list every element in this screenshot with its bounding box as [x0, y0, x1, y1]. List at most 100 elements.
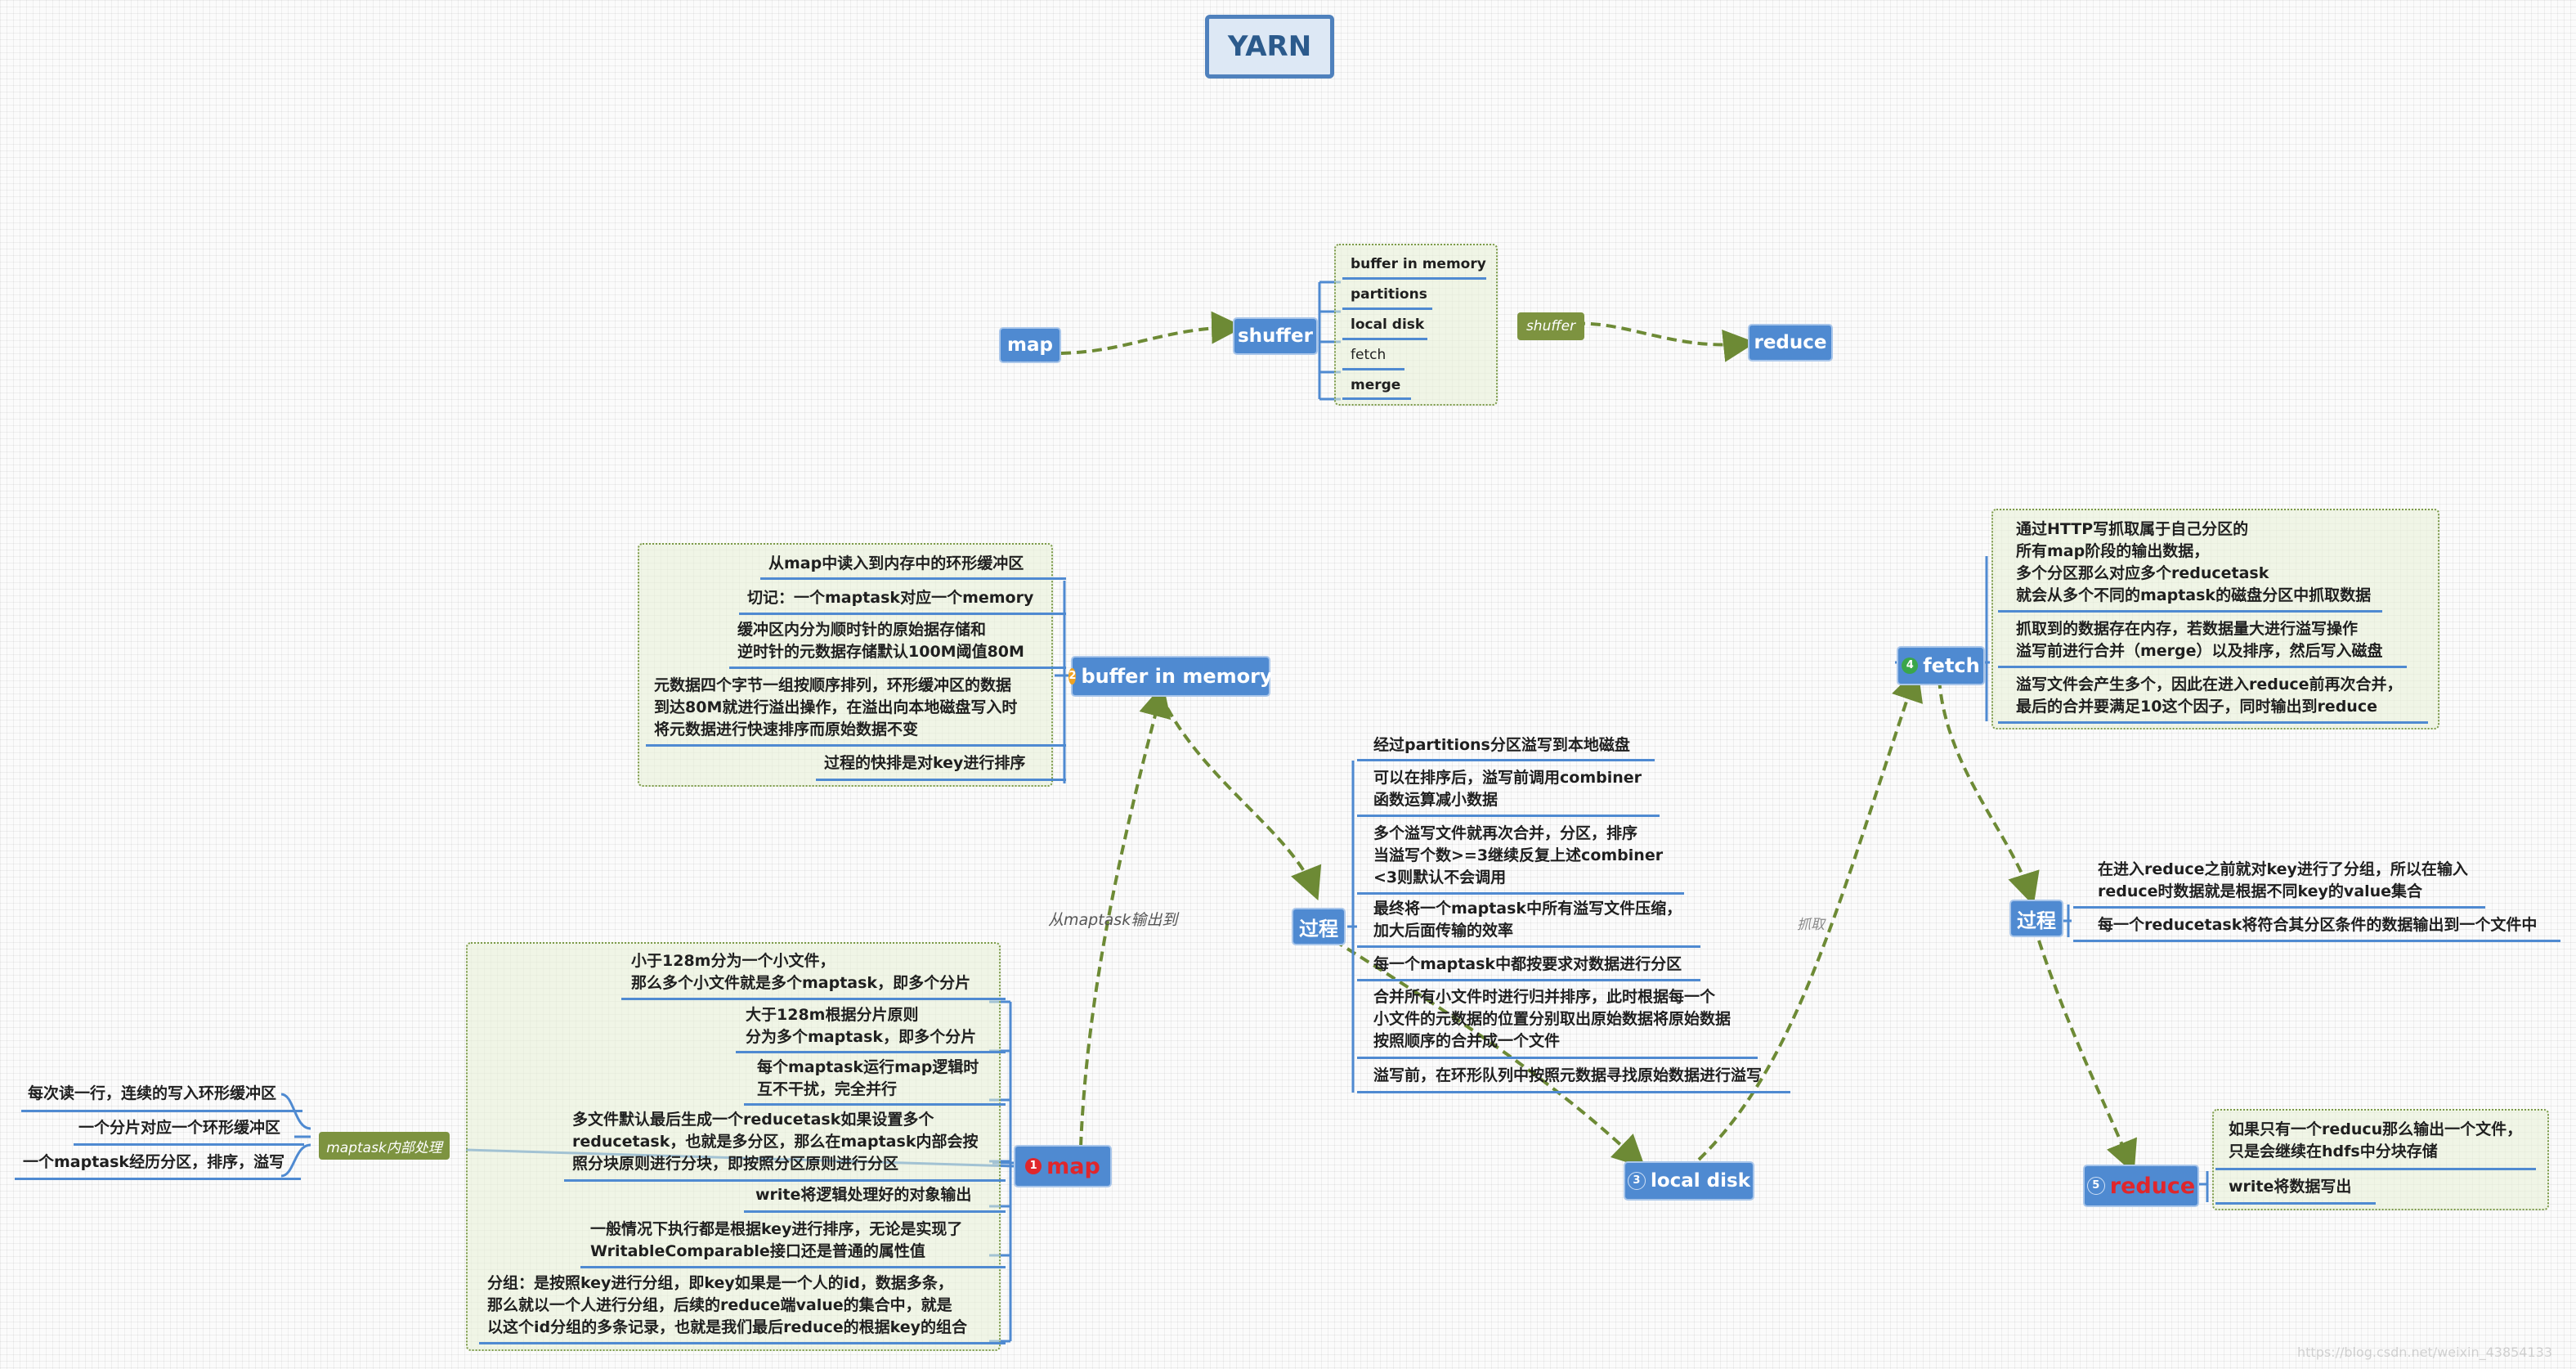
shuffer-item-rule [1342, 307, 1432, 310]
maptask-item-rule [74, 1143, 304, 1146]
shuffer-item[interactable]: partitions [1351, 286, 1427, 303]
process2-item-rule [2073, 940, 2560, 942]
reduce-item-rule [2215, 1168, 2536, 1170]
map-item[interactable]: 大于128m根据分片原则 [746, 1006, 919, 1024]
reduce-item[interactable]: 只是会继续在hdfs中分块存储 [2229, 1142, 2438, 1160]
root-topic[interactable]: YARN [1205, 15, 1334, 79]
map-item[interactable]: 那么多个小文件就是多个maptask，即多个分片 [631, 974, 971, 992]
shuffer-item[interactable]: local disk [1351, 316, 1425, 333]
map-item[interactable]: 那么就以一个人进行分组，后续的reduce端value的集合中，就是 [487, 1296, 952, 1314]
buffer-item[interactable]: 到达80M就进行溢出操作，在溢出向本地磁盘写入时 [654, 698, 1018, 716]
process-item-rule [1357, 892, 1684, 895]
map-item-rule [479, 1342, 1006, 1344]
fetch-item[interactable]: 多个分区那么对应多个reducetask [2016, 564, 2269, 582]
reduce-node-label: reduce [2109, 1173, 2196, 1199]
map-item[interactable]: WritableComparable接口还是普通的属性值 [590, 1242, 925, 1260]
map-item-rule [744, 1103, 1006, 1106]
process2-item[interactable]: 在进入reduce之前就对key进行了分组，所以在输入 [2098, 860, 2468, 878]
map-item[interactable]: 互不干扰，完全并行 [757, 1080, 898, 1098]
process-item-rule [1357, 945, 1700, 948]
buffer-item-rule [646, 744, 1066, 747]
local-disk-node-label: local disk [1650, 1170, 1751, 1192]
process-item[interactable]: 小文件的元数据的位置分别取出原始数据将原始数据 [1373, 1010, 1732, 1028]
process-item[interactable]: 合并所有小文件时进行归并排序，此时根据每一个 [1373, 988, 1716, 1006]
map-item[interactable]: 以这个id分组的多条记录，也就是我们最后reduce的根据key的组合 [487, 1318, 968, 1336]
process-item[interactable]: <3则默认不会调用 [1373, 869, 1507, 886]
shuffer-relation-tag: shuffer [1517, 312, 1584, 340]
map-item[interactable]: write将逻辑处理好的对象输出 [755, 1186, 972, 1204]
reduce-item[interactable]: write将数据写出 [2229, 1178, 2352, 1196]
map-item[interactable]: 照分块原则进行分块，即按照分区原则进行分区 [572, 1155, 899, 1173]
buffer-item[interactable]: 缓冲区内分为顺时针的原始据存储和 [737, 621, 987, 639]
process-item[interactable]: 多个溢写文件就再次合并，分区，排序 [1373, 824, 1638, 842]
buffer-item[interactable]: 逆时针的元数据存储默认100M阈值80M [737, 643, 1024, 661]
buffer-item[interactable]: 切记：一个maptask对应一个memory [747, 589, 1034, 607]
process-item-rule [1357, 815, 1660, 817]
shuffer-item-rule [1342, 368, 1404, 370]
buffer-item[interactable]: 过程的快排是对key进行排序 [824, 754, 1026, 772]
map-item[interactable]: 多文件默认最后生成一个reducetask如果设置多个 [572, 1111, 934, 1129]
process-item[interactable]: 每一个maptask中都按要求对数据进行分区 [1373, 955, 1682, 973]
map-item[interactable]: 一般情况下执行都是根据key进行排序，无论是实现了 [590, 1220, 963, 1238]
top-reduce-node[interactable]: reduce [1748, 324, 1833, 361]
shuffer-item[interactable]: fetch [1351, 347, 1387, 363]
process-item[interactable]: 按照顺序的合并成一个文件 [1373, 1032, 1561, 1050]
fetch-item[interactable]: 溢写文件会产生多个，因此在进入reduce前再次合并， [2016, 676, 2403, 693]
map-item[interactable]: 分为多个maptask，即多个分片 [746, 1028, 977, 1046]
fetch-item[interactable]: 溢写前进行合并（merge）以及排序，然后写入磁盘 [2016, 642, 2383, 660]
shuffer-item-rule [1342, 397, 1411, 400]
edge-label-maptask-output: 从maptask输出到 [1048, 911, 1178, 929]
fetch-node-label: fetch [1923, 654, 1980, 677]
map-item[interactable]: 小于128m分为一个小文件， [631, 952, 836, 970]
top-map-node[interactable]: map [999, 327, 1061, 363]
maptask-item[interactable]: 一个分片对应一个环形缓冲区 [78, 1119, 281, 1137]
process-item[interactable]: 最终将一个maptask中所有溢写文件压缩， [1373, 900, 1682, 918]
fetch-item[interactable]: 抓取到的数据存在内存，若数据量大进行溢写操作 [2016, 620, 2359, 638]
buffer-node-label: buffer in memory [1081, 665, 1273, 688]
top-shuffer-node[interactable]: shuffer [1233, 317, 1318, 355]
map-item-rule [580, 1266, 1006, 1268]
fetch-item[interactable]: 所有map阶段的输出数据， [2016, 542, 2210, 560]
buffer-item-rule [816, 779, 1066, 781]
buffer-item[interactable]: 从map中读入到内存中的环形缓冲区 [768, 554, 1024, 572]
map-item-rule [564, 1179, 1006, 1182]
process2-item[interactable]: reduce时数据就是根据不同key的value集合 [2098, 882, 2423, 900]
process-item[interactable]: 可以在排序后，溢写前调用combiner [1373, 769, 1642, 787]
reduce-item[interactable]: 如果只有一个reducu那么输出一个文件， [2229, 1120, 2523, 1138]
buffer-item[interactable]: 元数据四个字节一组按顺序排列，环形缓冲区的数据 [654, 676, 1012, 694]
map-item[interactable]: 每个maptask运行map逻辑时 [757, 1058, 979, 1076]
process-item[interactable]: 函数运算减小数据 [1373, 791, 1499, 809]
process2-node[interactable]: 过程 [2009, 900, 2063, 937]
map-item-rule [736, 1051, 1006, 1053]
fetch-item-rule [1998, 721, 2428, 724]
maptask-item[interactable]: 每次读一行，连续的写入环形缓冲区 [28, 1084, 277, 1102]
process-item[interactable]: 经过partitions分区溢写到本地磁盘 [1373, 736, 1630, 754]
fetch-item[interactable]: 通过HTTP写抓取属于自己分区的 [2016, 520, 2249, 538]
process2-item[interactable]: 每一个reducetask将符合其分区条件的数据输出到一个文件中 [2098, 916, 2538, 934]
watermark: https://blog.csdn.net/weixin_43854133 [2297, 1344, 2553, 1360]
edge-fetch-process2 [1938, 678, 2040, 906]
process-item[interactable]: 当溢写个数>=3继续反复上述combiner [1373, 846, 1664, 864]
fetch-items-frame [1991, 509, 2439, 729]
map-item-rule [744, 1210, 1006, 1213]
shuffer-item[interactable]: merge [1351, 377, 1401, 393]
shuffer-item[interactable]: buffer in memory [1351, 256, 1486, 272]
process-node[interactable]: 过程 [1292, 908, 1346, 945]
process-item-rule [1357, 1091, 1790, 1093]
process-item[interactable]: 加大后面传输的效率 [1373, 922, 1514, 940]
shuffer-item-rule [1342, 338, 1427, 340]
buffer-item-rule [739, 613, 1066, 615]
map-item[interactable]: reducetask，也就是多分区，那么在maptask内部会按 [572, 1133, 979, 1151]
buffer-item[interactable]: 将元数据进行快速排序而原始数据不变 [654, 720, 919, 738]
process-item[interactable]: 溢写前，在环形队列中按照元数据寻找原始数据进行溢写 [1373, 1066, 1763, 1084]
map-item[interactable]: 分组：是按照key进行分组，即key如果是一个人的id，数据多条， [487, 1274, 953, 1292]
fetch-item[interactable]: 就会从多个不同的maptask的磁盘分区中抓取数据 [2016, 586, 2372, 604]
reduce-items-frame [2212, 1109, 2549, 1210]
maptask-item[interactable]: 一个maptask经历分区，排序，溢写 [23, 1153, 285, 1171]
fetch-item[interactable]: 最后的合并要满足10这个因子，同时输出到reduce [2016, 698, 2377, 716]
